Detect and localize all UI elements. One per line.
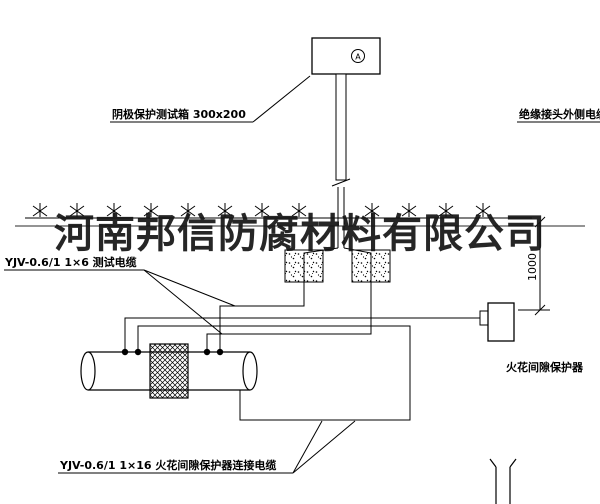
pipe-end-right: [242, 351, 258, 391]
insulating-joint: [149, 343, 189, 399]
test-cable-label: YJV-0.6/1 1×6 测试电缆: [4, 255, 137, 269]
insulated-joint-cable-label: 绝缘接头外侧电缆: [519, 107, 600, 121]
pipe-end-left: [80, 351, 96, 391]
spark-gap-protector: [479, 302, 515, 342]
protector-cable-label: YJV-0.6/1 1×16 火花间隙保护器连接电缆: [59, 458, 276, 472]
connection-dot: [216, 348, 224, 356]
leader-line: [252, 75, 311, 123]
test-box-label: 阴极保护测试箱 300x200: [112, 107, 246, 121]
label-insulated-joint-cable: 绝缘接头外侧电缆: [517, 107, 600, 123]
label-protector-cable: YJV-0.6/1 1×16 火花间隙保护器连接电缆: [58, 420, 356, 474]
leader-line: [292, 420, 323, 474]
dimension-line: 1000: [518, 216, 550, 316]
test-cable-b: [206, 247, 372, 352]
pipeline: [80, 343, 258, 399]
leader-line: [292, 420, 356, 474]
label-test-box: 阴极保护测试箱 300x200: [110, 75, 311, 123]
test-cable-a: [219, 247, 339, 352]
cathodic-test-box: A: [311, 37, 381, 75]
label-spark-gap-protector: 火花间隙保护器: [506, 360, 584, 374]
dimension-text: 1000: [526, 253, 539, 281]
pipe-sleeve-symbol: [489, 458, 517, 504]
ammeter-symbol: A: [351, 49, 365, 63]
label-test-cable: YJV-0.6/1 1×6 测试电缆: [4, 255, 236, 335]
watermark-text: 河南邦信防腐材料有限公司: [54, 211, 546, 257]
connection-dot: [121, 348, 129, 356]
connection-dot: [134, 348, 142, 356]
leader-line: [143, 269, 236, 307]
watermark: 河南邦信防腐材料有限公司: [15, 211, 585, 257]
connection-dot: [203, 348, 211, 356]
break-mark: [331, 178, 351, 187]
spark-gap-protector-label: 火花间隙保护器: [506, 360, 584, 374]
protector-cable-top: [124, 317, 480, 352]
leader-line: [143, 269, 223, 335]
protector-cable-loop: [137, 325, 411, 421]
ammeter-letter: A: [355, 53, 361, 62]
